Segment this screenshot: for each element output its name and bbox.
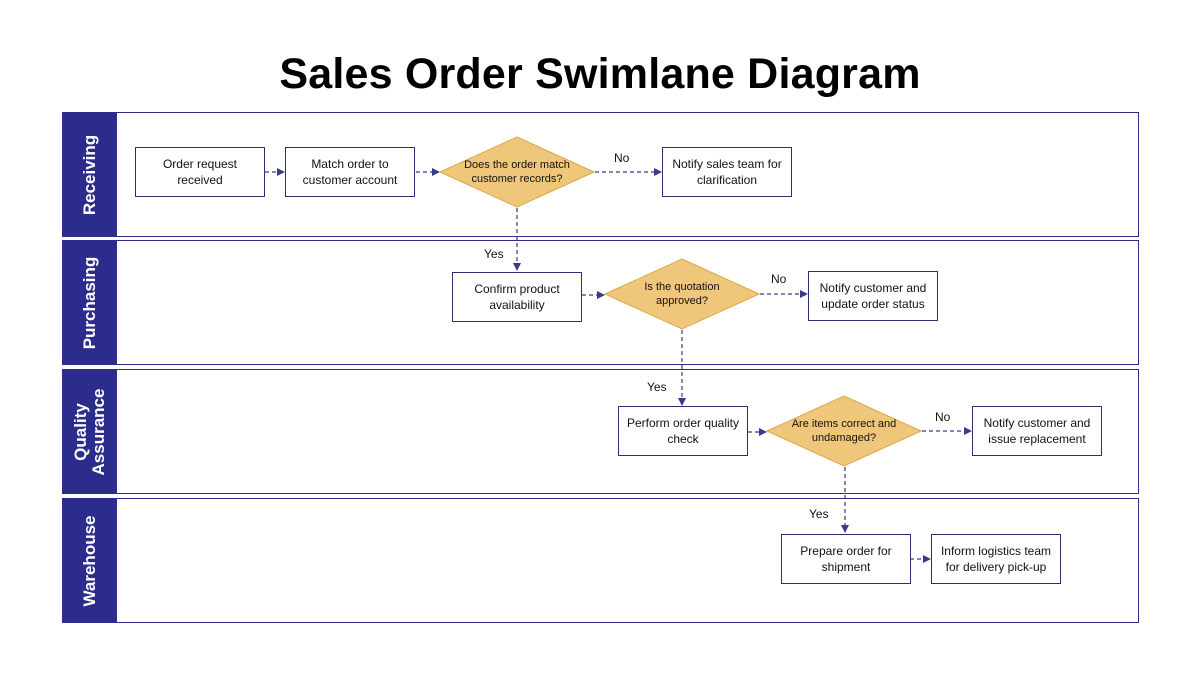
edge-label-items-yes: Yes (809, 507, 829, 521)
edge-label-records-no: No (614, 151, 630, 165)
decision-text: Is the quotation approved? (644, 281, 720, 307)
node-inform-logistics: Inform logistics team for delivery pick-… (931, 534, 1061, 584)
decision-items: Are items correct and undamaged? (766, 395, 922, 467)
lane-header-receiving: Receiving (63, 113, 117, 236)
diagram-title: Sales Order Swimlane Diagram (279, 50, 921, 98)
edge-label-quotation-yes: Yes (647, 380, 667, 394)
decision-quotation: Is the quotation approved? (604, 258, 760, 330)
lane-header-warehouse: Warehouse (63, 499, 117, 622)
node-notify-status: Notify customer and update order status (808, 271, 938, 321)
edge-label-records-yes: Yes (484, 247, 504, 261)
lane-purchasing: Purchasing (62, 240, 1139, 365)
node-notify-replacement: Notify customer and issue replacement (972, 406, 1102, 456)
node-prepare-shipment: Prepare order for shipment (781, 534, 911, 584)
node-quality-check: Perform order quality check (618, 406, 748, 456)
decision-customer-records: Does the order match customer records? (439, 136, 595, 208)
edge-label-items-no: No (935, 410, 951, 424)
node-confirm-availability: Confirm product availability (452, 272, 582, 322)
node-order-request: Order request received (135, 147, 265, 197)
node-notify-sales: Notify sales team for clarification (662, 147, 792, 197)
edge-label-quotation-no: No (771, 272, 787, 286)
lane-header-purchasing: Purchasing (63, 241, 117, 364)
lane-header-quality-assurance: Quality Assurance (63, 370, 117, 493)
node-match-order: Match order to customer account (285, 147, 415, 197)
decision-text: Does the order match customer records? (464, 159, 570, 185)
decision-text: Are items correct and undamaged? (791, 418, 897, 444)
